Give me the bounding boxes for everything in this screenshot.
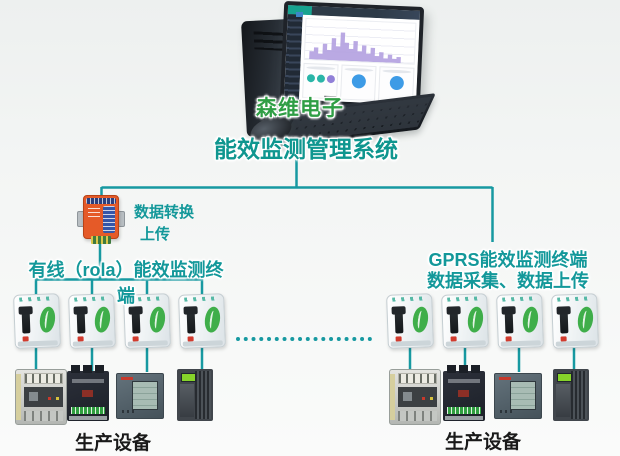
company-title: 森维电子 (256, 97, 344, 120)
desktop-computer-illustration (228, 0, 436, 155)
gprs-branch-label-line2: 数据采集、数据上传 (427, 271, 589, 291)
tower-drive-bays (253, 31, 285, 51)
energy-terminal-device (496, 293, 544, 349)
frequency-drive (553, 369, 589, 421)
air-circuit-breaker (389, 369, 441, 425)
protection-relay-meter (116, 373, 164, 419)
terminal-switch-lever (21, 309, 31, 334)
dashboard-bar-chart (303, 17, 417, 65)
energy-terminal-device (441, 293, 489, 349)
keyboard-accent-key (296, 12, 303, 17)
protection-relay-meter (494, 373, 542, 419)
converter-label-line2: 上传 (140, 226, 171, 243)
wired-branch-label: 有线（rola）能效监测终端 (28, 260, 224, 306)
converter-print-marks (88, 208, 100, 218)
converter-label-tag (103, 206, 115, 233)
dotted-divider-line (236, 337, 372, 341)
energy-terminal-device (551, 293, 599, 349)
molded-case-breaker (67, 365, 109, 421)
converter-body (83, 195, 119, 239)
frequency-drive (177, 369, 213, 421)
converter-top-strip (86, 198, 116, 204)
molded-case-breaker (443, 365, 485, 421)
monitor (279, 0, 425, 110)
gprs-branch-label-line1: GPRS能效监测终端 (428, 250, 588, 270)
energy-terminal-device (386, 293, 434, 349)
converter-terminal-block (91, 236, 111, 244)
converter-label-line1: 数据转换 (134, 204, 195, 221)
dashboard-main (298, 14, 420, 105)
system-title: 能效监测管理系统 (214, 136, 398, 162)
serial-converter-device (77, 194, 125, 244)
production-equipment-label-left: 生产设备 (74, 433, 151, 454)
gprs-branch-label: GPRS能效监测终端 数据采集、数据上传 (402, 250, 614, 292)
air-circuit-breaker (15, 369, 67, 425)
production-equipment-label-right: 生产设备 (444, 432, 521, 453)
dashboard-screen (284, 5, 420, 105)
